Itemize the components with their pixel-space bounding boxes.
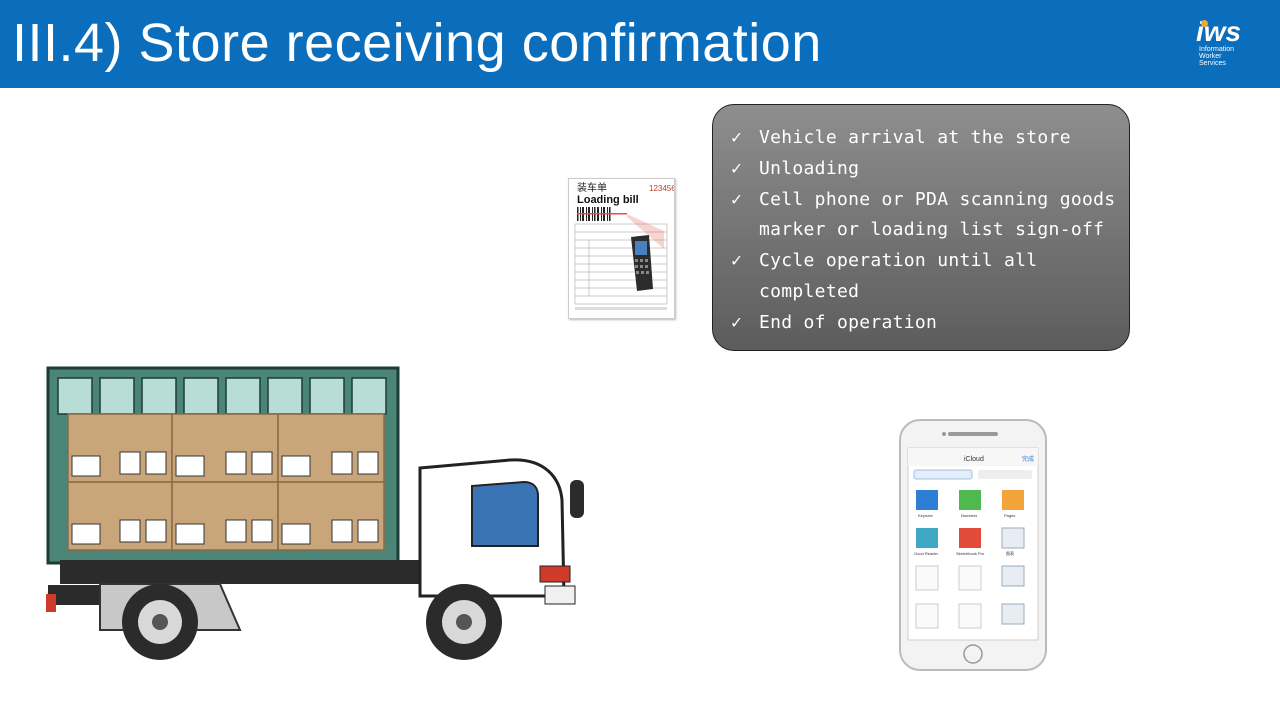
check-spacer	[731, 215, 759, 246]
step-item: ✓ End of operation	[731, 308, 1119, 339]
logo-line2: Worker	[1199, 53, 1222, 60]
check-icon: ✓	[731, 127, 743, 148]
app-label: Sketchbook Pro	[956, 551, 985, 556]
step-item: ✓ Unloading	[731, 154, 1119, 185]
smartphone-image: iCloud 完成 Keynote Numbers Pages Good Rea…	[898, 418, 1050, 672]
phone-app-title: iCloud	[964, 456, 984, 463]
app-label: Numbers	[961, 513, 977, 518]
step-text: Vehicle arrival at the store	[759, 127, 1071, 148]
truck-icon	[46, 366, 584, 660]
step-text: End of operation	[759, 311, 938, 333]
app-label: Keynote	[918, 513, 933, 518]
step-item: ✓ Cell phone or PDA scanning goods	[731, 185, 1119, 216]
steps-callout: ✓ Vehicle arrival at the store ✓ Unloading…	[712, 104, 1130, 351]
step-item: completed	[731, 277, 1119, 308]
app-label: Pages	[1004, 513, 1015, 518]
iws-logo: iws Information Worker Services	[1196, 18, 1266, 82]
check-spacer	[731, 277, 759, 308]
pda-scanner-icon	[631, 235, 653, 291]
app-label: Good Reader	[914, 551, 939, 556]
logo-line3: Services	[1199, 60, 1226, 67]
check-icon: ✓	[731, 188, 743, 210]
check-icon: ✓	[731, 157, 743, 179]
app-label: 图表	[1006, 550, 1014, 556]
step-text: Unloading	[759, 157, 860, 179]
step-item: ✓ Vehicle arrival at the store	[731, 123, 1119, 154]
home-button-icon	[963, 644, 983, 664]
step-text: completed	[759, 280, 860, 302]
loading-bill-graphic: 装车单 123456 Loading bill	[574, 181, 676, 310]
step-item: marker or loading list sign-off	[731, 215, 1119, 246]
step-text: Cell phone or PDA scanning goods	[759, 188, 1116, 210]
steps-list: ✓ Vehicle arrival at the store ✓ Unloading…	[713, 105, 1129, 339]
delivery-truck-image	[40, 360, 600, 670]
check-icon: ✓	[731, 250, 743, 272]
logo-line1: Information	[1199, 46, 1235, 53]
phone-icon: iCloud 完成 Keynote Numbers Pages Good Rea…	[899, 419, 1047, 671]
wheel-icon	[122, 584, 198, 660]
bill-title-cn: 装车单	[577, 181, 607, 194]
barcode-icon	[577, 207, 627, 221]
step-text: marker or loading list sign-off	[759, 219, 1105, 241]
phone-action: 完成	[1022, 455, 1034, 463]
bill-title-en: Loading bill	[577, 194, 639, 206]
step-text: Cycle operation until all	[759, 250, 1038, 272]
bill-number: 123456	[649, 184, 674, 193]
step-item: ✓ Cycle operation until all	[731, 246, 1119, 277]
logo-dot-icon	[1201, 20, 1208, 27]
slide-title: III.4) Store receiving confirmation	[12, 13, 822, 73]
title-bar: III.4) Store receiving confirmation iws …	[0, 0, 1280, 88]
check-icon: ✓	[731, 311, 743, 333]
loading-bill-image: 装车单 123456 Loading bill	[568, 178, 676, 319]
wheel-icon	[426, 584, 502, 660]
